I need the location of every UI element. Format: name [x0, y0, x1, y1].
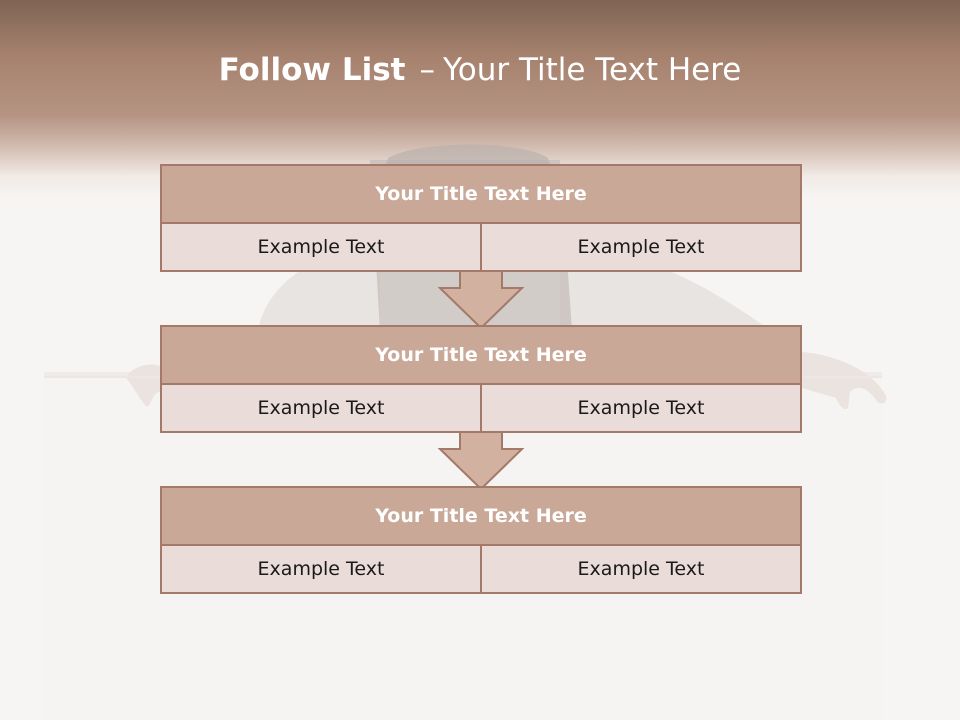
block-row: Example Text Example Text: [162, 385, 800, 431]
block-title: Your Title Text Here: [162, 166, 800, 224]
title-lead: Follow List: [218, 52, 406, 88]
block-cell-right: Example Text: [480, 546, 800, 592]
block-row: Example Text Example Text: [162, 546, 800, 592]
block-title: Your Title Text Here: [162, 488, 800, 546]
down-arrow-icon: [438, 431, 524, 491]
block-title: Your Title Text Here: [162, 327, 800, 385]
down-arrow-icon: [438, 270, 524, 330]
title-rest: Your Title Text Here: [442, 52, 742, 88]
block-cell-left: Example Text: [162, 224, 480, 270]
block-cell-right: Example Text: [480, 224, 800, 270]
block-cell-right: Example Text: [480, 385, 800, 431]
block-cell-left: Example Text: [162, 385, 480, 431]
block-cell-left: Example Text: [162, 546, 480, 592]
block-row: Example Text Example Text: [162, 224, 800, 270]
title-dash: –: [419, 52, 435, 88]
list-block: Your Title Text Here Example Text Exampl…: [160, 486, 802, 594]
list-block: Your Title Text Here Example Text Exampl…: [160, 164, 802, 272]
slide-title: Follow List–Your Title Text Here: [0, 52, 960, 88]
list-block: Your Title Text Here Example Text Exampl…: [160, 325, 802, 433]
